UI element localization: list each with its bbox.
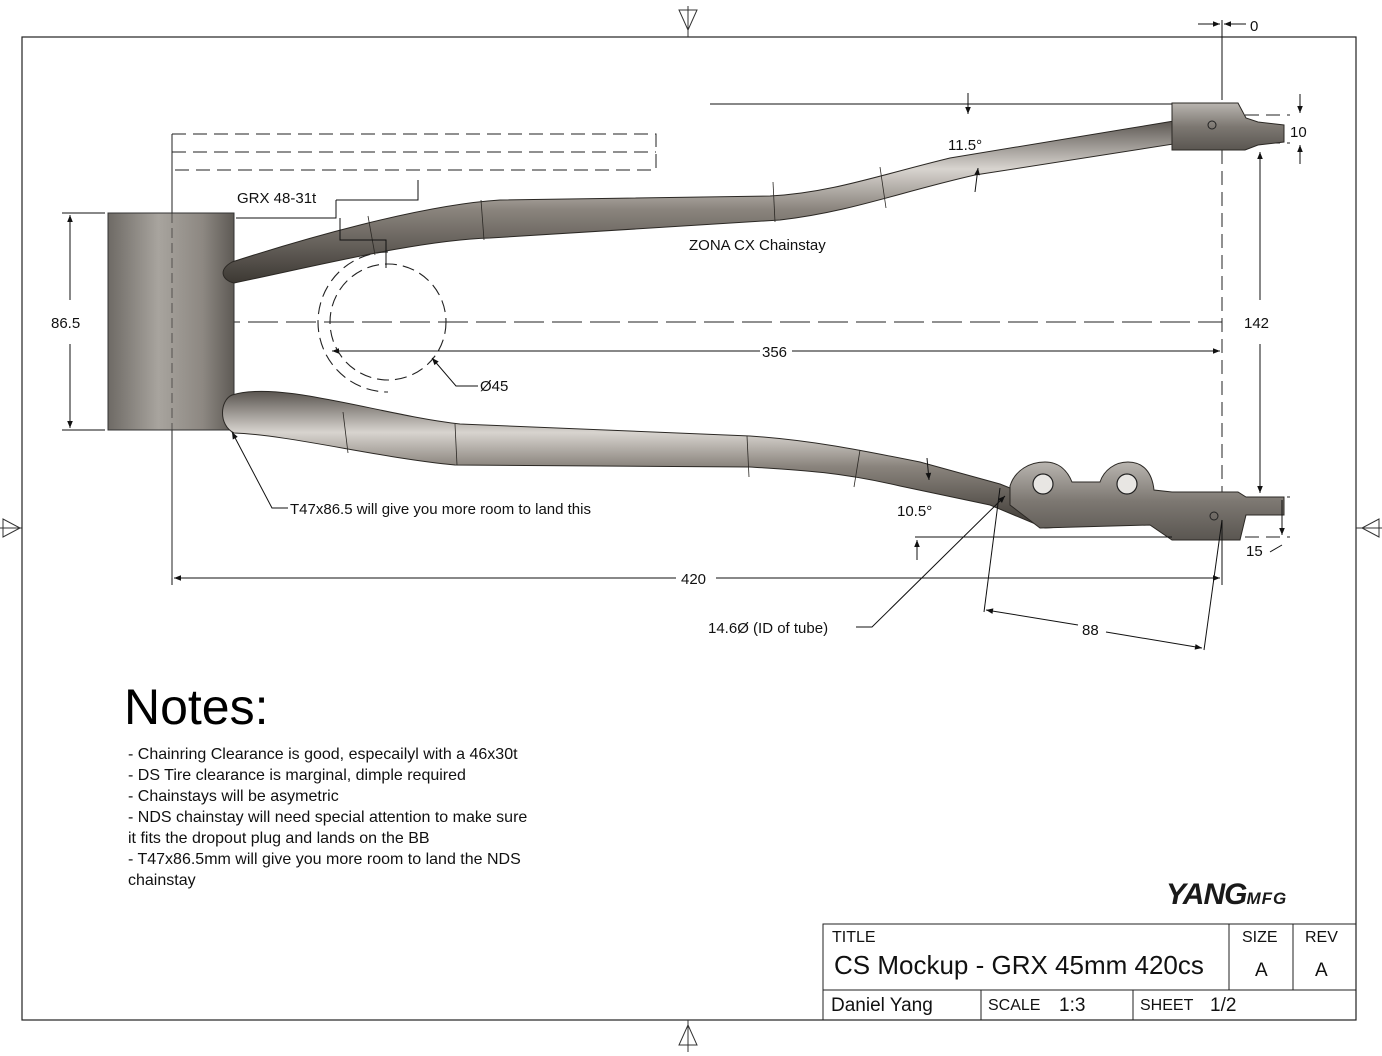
- chainring-circle: [317, 251, 447, 393]
- logo-main: YANG: [1166, 878, 1247, 911]
- rev-value: A: [1315, 960, 1328, 981]
- note-item: - NDS chainstay will need special attent…: [128, 809, 528, 847]
- bottom-bracket-shell: [107, 212, 235, 431]
- dim-length: 356: [762, 344, 787, 361]
- dim-nds-offset: 15: [1246, 543, 1263, 560]
- label-tube-id: 14.6Ø (ID of tube): [708, 620, 828, 637]
- size-value: A: [1255, 960, 1268, 981]
- ds-chainstay: [222, 102, 1285, 284]
- dim-ds-offset: 10: [1290, 124, 1307, 141]
- sheet-value: 1/2: [1210, 995, 1237, 1016]
- dimension-lines: [62, 20, 1303, 651]
- drawing-title: CS Mockup - GRX 45mm 420cs: [834, 950, 1204, 980]
- scale-value: 1:3: [1059, 995, 1086, 1016]
- dim-chainring-dia: Ø45: [480, 378, 508, 395]
- dim-ds-angle: 11.5°: [948, 137, 982, 154]
- notes-list: - Chainring Clearance is good, especaily…: [128, 744, 538, 891]
- center-marks: [0, 6, 1382, 1052]
- label-bb-note: T47x86.5 will give you more room to land…: [290, 501, 591, 518]
- note-item: - T47x86.5mm will give you more room to …: [128, 851, 521, 889]
- sheet-label: SHEET: [1140, 997, 1194, 1014]
- author: Daniel Yang: [831, 995, 933, 1016]
- note-item: - Chainstays will be asymetric: [128, 788, 339, 805]
- note-item: - DS Tire clearance is marginal, dimple …: [128, 767, 466, 784]
- dim-spacing: 142: [1244, 315, 1269, 332]
- title-label: TITLE: [832, 929, 876, 946]
- note-item: - Chainring Clearance is good, especaily…: [128, 746, 518, 763]
- notes-heading: Notes:: [124, 679, 269, 735]
- dim-plug-length: 88: [1082, 622, 1099, 639]
- label-chainstay: ZONA CX Chainstay: [689, 237, 826, 254]
- size-label: SIZE: [1242, 929, 1278, 946]
- scale-label: SCALE: [988, 997, 1041, 1014]
- dim-bb-width: 86.5: [51, 315, 80, 332]
- company-logo: YANGMFG: [1166, 878, 1287, 912]
- title-block-grid: [822, 923, 1357, 1021]
- rev-label: REV: [1305, 929, 1338, 946]
- dimension-texts: 0 11.5° 10 86.5 142 356 Ø45 10.5° 15 420…: [51, 18, 1307, 639]
- logo-sub: MFG: [1246, 889, 1288, 908]
- dim-zero: 0: [1250, 18, 1258, 35]
- dim-nds-angle: 10.5°: [897, 503, 932, 520]
- nds-chainstay: [222, 390, 1285, 541]
- dim-chainstay-length: 420: [681, 571, 706, 588]
- label-chainring: GRX 48-31t: [237, 190, 317, 207]
